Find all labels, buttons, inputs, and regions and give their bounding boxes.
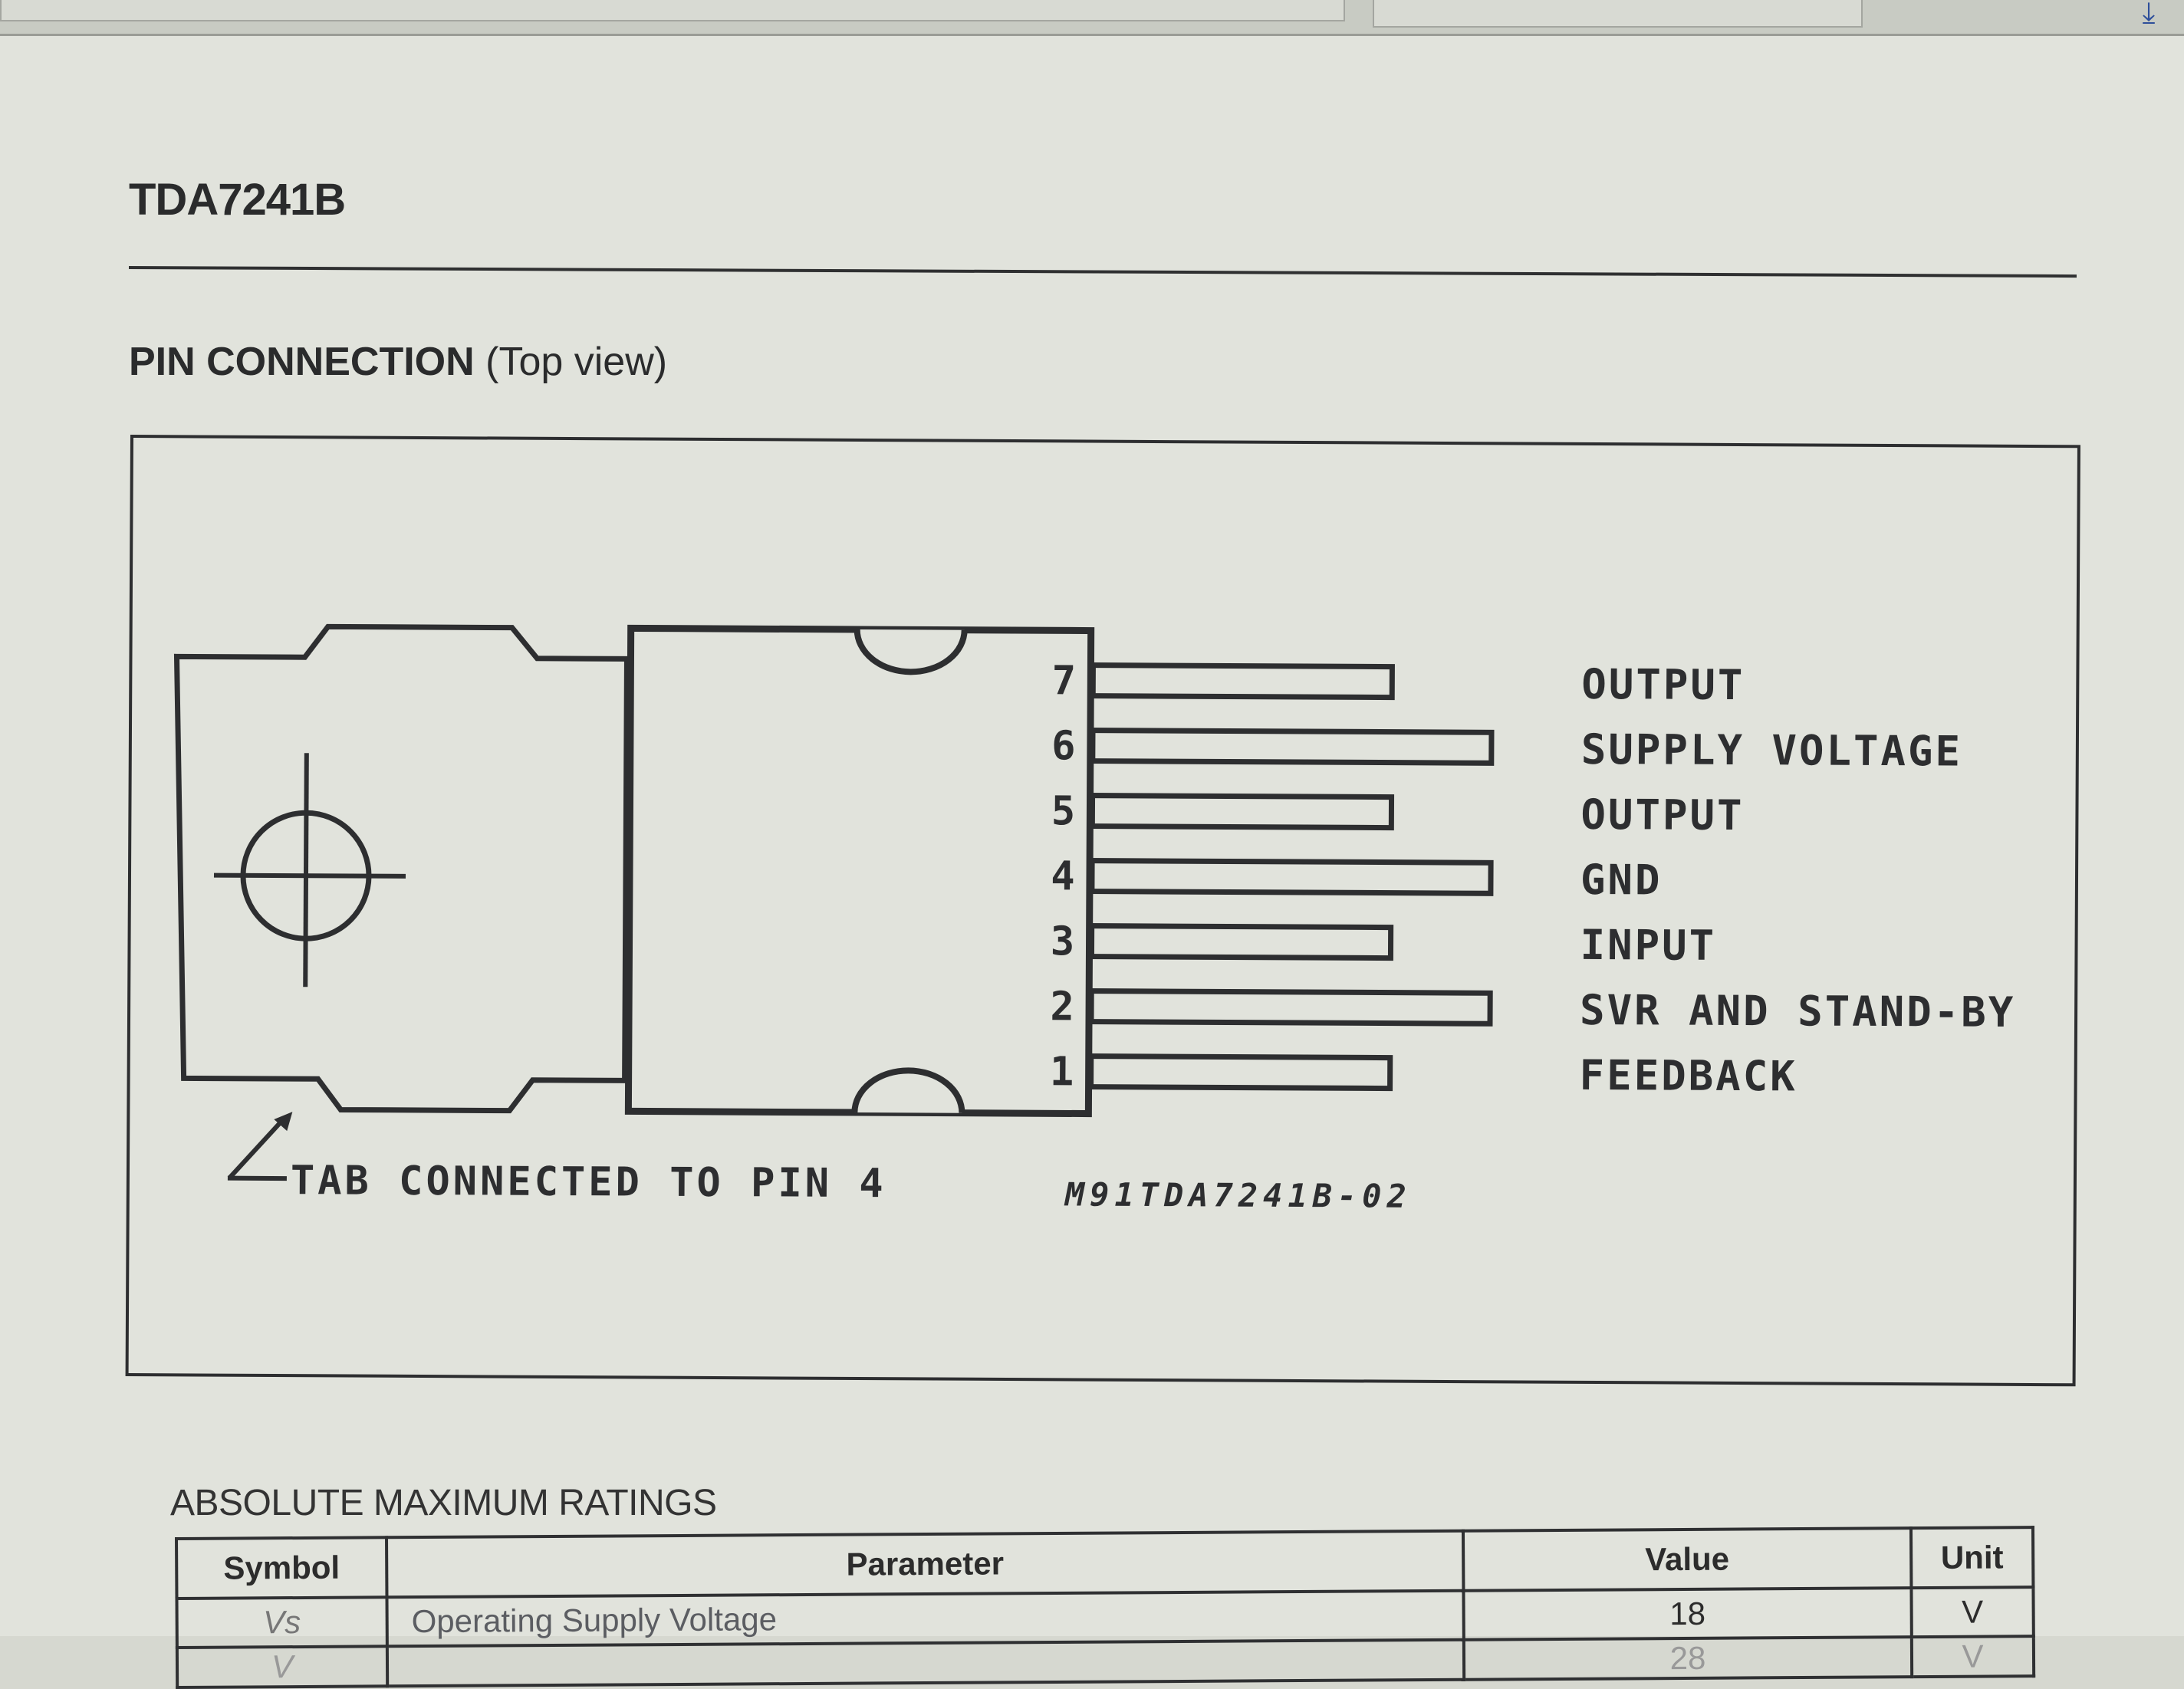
pin-label-5: OUTPUT bbox=[1580, 790, 1744, 840]
cell-value: 18 bbox=[1463, 1588, 1911, 1640]
package-body bbox=[628, 628, 1090, 1113]
pin-lead-2 bbox=[1091, 991, 1490, 1024]
column-header-unit: Unit bbox=[1911, 1527, 2033, 1588]
ratings-table: Symbol Parameter Value Unit Vs Operating… bbox=[175, 1526, 2035, 1689]
figure-code: M91TDA7241B-02 bbox=[1064, 1175, 1412, 1214]
cell-symbol: V bbox=[177, 1646, 387, 1687]
column-header-value: Value bbox=[1463, 1528, 1911, 1591]
download-icon[interactable]: ⤓ bbox=[2133, 0, 2164, 31]
pin-label-4: GND bbox=[1580, 856, 1663, 905]
title-rule bbox=[129, 266, 2077, 278]
section-heading-qualifier: (Top view) bbox=[485, 340, 667, 384]
pin-lead-4 bbox=[1092, 861, 1491, 894]
document-title: TDA7241B bbox=[129, 174, 345, 225]
cell-unit: V bbox=[1912, 1636, 2034, 1677]
column-header-parameter: Parameter bbox=[386, 1531, 1463, 1598]
pin-lead-1 bbox=[1091, 1056, 1390, 1089]
ratings-heading: ABSOLUTE MAXIMUM RATINGS bbox=[170, 1482, 717, 1524]
cell-symbol: Vs bbox=[176, 1597, 386, 1648]
column-header-symbol: Symbol bbox=[176, 1537, 386, 1599]
pin-number-4: 4 bbox=[1051, 853, 1075, 899]
browser-toolbar: ⤓ bbox=[0, 0, 2184, 36]
tab-arrow-icon bbox=[228, 1112, 292, 1178]
address-field[interactable] bbox=[0, 0, 1345, 21]
cell-value: 28 bbox=[1464, 1637, 1912, 1680]
pin-label-6: SUPPLY VOLTAGE bbox=[1581, 725, 1962, 776]
pin-label-2: SVR AND STAND-BY bbox=[1580, 986, 2015, 1037]
table-header-row: Symbol Parameter Value Unit bbox=[176, 1527, 2033, 1599]
section-heading-main: PIN CONNECTION bbox=[129, 340, 475, 384]
section-heading: PIN CONNECTION (Top view) bbox=[129, 339, 667, 385]
cell-parameter bbox=[387, 1640, 1464, 1687]
pin-number-5: 5 bbox=[1051, 788, 1076, 834]
pin-number-6: 6 bbox=[1051, 723, 1076, 769]
pin-lead-6 bbox=[1093, 731, 1492, 764]
pin-label-7: OUTPUT bbox=[1581, 660, 1745, 709]
pin-number-2: 2 bbox=[1050, 984, 1074, 1030]
pin-number-3: 3 bbox=[1051, 918, 1075, 964]
cell-parameter: Operating Supply Voltage bbox=[386, 1591, 1463, 1647]
pin-label-3: INPUT bbox=[1580, 921, 1716, 970]
pin-number-1: 1 bbox=[1050, 1049, 1074, 1095]
pin-number-7: 7 bbox=[1052, 658, 1077, 704]
pin-lead-7 bbox=[1093, 665, 1392, 698]
cell-unit: V bbox=[1911, 1587, 2033, 1637]
pin-lead-3 bbox=[1091, 926, 1390, 958]
pin-label-1: FEEDBACK bbox=[1579, 1051, 1797, 1100]
search-field[interactable] bbox=[1373, 0, 1863, 28]
mounting-hole-icon bbox=[213, 753, 406, 987]
tab-note: TAB CONNECTED TO PIN 4 bbox=[291, 1158, 886, 1207]
pin-lead-5 bbox=[1092, 796, 1391, 828]
